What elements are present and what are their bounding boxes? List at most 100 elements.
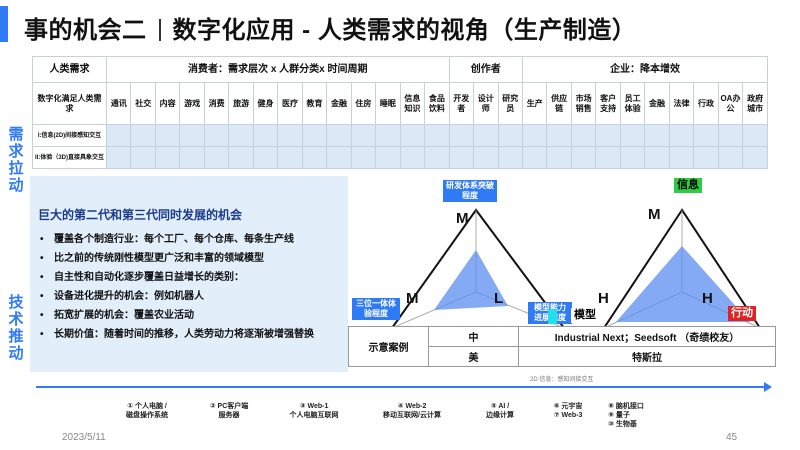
level-letter: M — [406, 290, 419, 307]
table-cell — [497, 146, 523, 169]
timeline-line: ⑤ AI / — [490, 403, 510, 410]
table-cell — [619, 124, 646, 147]
timeline-item: ② PC客户端服务器 — [194, 402, 264, 420]
table-cell — [375, 124, 401, 147]
row-label: II:体验（3D)直接具象交互 — [32, 146, 107, 169]
table-cell — [546, 146, 572, 169]
timeline-line: 移动互联网/云计算 — [383, 412, 441, 419]
tag-trinity-experience: 三位一体体验程度 — [352, 298, 400, 320]
bullet-list: 覆盖各个制造行业：每个工厂、每个仓库、每条生产线 比之前的传统刚性模型更广泛和丰… — [40, 230, 314, 344]
column-header: 住房 — [350, 82, 377, 125]
table-cell — [742, 124, 768, 147]
level-letter: H — [598, 290, 609, 307]
table-cell — [301, 124, 328, 147]
needs-matrix-table: 人类需求 消费者：需求层次 x 人群分类x 时间周期 创作者 企业：降本增效 数… — [32, 56, 769, 169]
column-header: OA办公 — [717, 82, 744, 125]
header-enterprise: 企业：降本增效 — [521, 56, 769, 83]
level-letter: H — [702, 290, 713, 307]
timeline-line: ⑧ 脑机接口 — [608, 403, 644, 410]
tag-rd-breakthrough: 研发体系突破程度 — [443, 180, 497, 202]
level-letter: L — [494, 290, 504, 307]
footer-date: 2023/5/11 — [62, 432, 106, 443]
table-cell — [473, 124, 499, 147]
table-row: 美 特斯拉 — [349, 346, 776, 367]
column-header: 通讯 — [105, 82, 132, 125]
bullet-item: 自主性和自动化逐步覆盖日益增长的类别： — [40, 268, 314, 287]
column-header: 社交 — [130, 82, 156, 125]
table-cell — [424, 124, 450, 147]
table-cell — [105, 146, 132, 169]
bullet-item: 比之前的传统刚性模型更广泛和丰富的领域模型 — [40, 249, 314, 268]
header-digital: 数字化满足人类需求 — [32, 82, 107, 125]
timeline-item: ⑤ AI / 边缘计算 — [472, 402, 528, 420]
table-cell — [301, 146, 328, 169]
table-row: I:信息(2D)间接感知交互 — [32, 124, 768, 147]
column-header: 行政 — [693, 82, 719, 125]
page-title: 事的机会二数字化应用 - 人类需求的视角（生产制造） — [24, 10, 636, 45]
timeline-line: ④ Web-2 — [397, 403, 427, 410]
table-cell — [154, 146, 181, 169]
timeline-line: 磁盘操作系统 — [126, 412, 168, 419]
table-cell — [424, 146, 450, 169]
table-cell — [203, 146, 230, 169]
table-cell — [154, 124, 181, 147]
table-cell — [130, 124, 156, 147]
column-header: 睡眠 — [375, 82, 401, 125]
table-row: II:体验（3D)直接具象交互 — [32, 146, 768, 169]
timeline-line: ⑥ 元宇宙 — [553, 403, 583, 410]
table-cell — [668, 124, 695, 147]
table-cell — [375, 146, 401, 169]
timeline-line: 边缘计算 — [486, 412, 514, 419]
table-cell — [497, 124, 523, 147]
table-cell — [473, 146, 499, 169]
column-header: 信息知识 — [399, 82, 426, 125]
table-cell — [399, 146, 426, 169]
case-region: 美 — [428, 346, 519, 367]
level-letter: M — [648, 206, 661, 223]
side-char: 需 — [8, 126, 24, 143]
table-cell — [717, 124, 744, 147]
table-cell — [546, 124, 572, 147]
case-value: Industrial Next；Seedsoft （奇绩校友） — [518, 326, 776, 347]
opportunity-card: 巨大的第二代和第三代同时发展的机会 覆盖各个制造行业：每个工厂、每个仓库、每条生… — [30, 176, 348, 372]
table-cell — [105, 124, 132, 147]
table-cell — [521, 146, 548, 169]
card-title: 巨大的第二代和第三代同时发展的机会 — [38, 208, 243, 222]
table-cell — [130, 146, 156, 169]
timeline-line: ① 个人电脑 / — [127, 403, 167, 410]
timeline-line: ⑨ 量子 — [608, 412, 630, 419]
timeline-arrow — [36, 382, 772, 392]
table-cell — [350, 124, 377, 147]
side-char: 术 — [8, 311, 24, 328]
title-part-b: 数字化应用 - 人类需求的视角（生产制造） — [172, 17, 637, 44]
table-cell — [277, 146, 303, 169]
timeline-line: ② PC客户端 — [209, 403, 249, 410]
bullet-item: 长期价值：随着时间的推移，人类劳动力将逐渐被增强替换 — [40, 325, 314, 344]
table-cell — [570, 146, 597, 169]
table-cell — [399, 124, 426, 147]
column-header: 内容 — [154, 82, 181, 125]
tag-information: 信息 — [674, 178, 702, 193]
bullet-item: 拓宽扩展的机会：覆盖农业活动 — [40, 306, 314, 325]
table-cell — [595, 124, 621, 147]
table-cell — [668, 146, 695, 169]
column-header: 金融 — [644, 82, 670, 125]
tag-action: 行动 — [728, 306, 756, 321]
case-value: 特斯拉 — [518, 346, 776, 367]
table-cell — [326, 146, 352, 169]
column-header: 设计师 — [473, 82, 499, 125]
table-column-row: 数字化满足人类需求 通讯社交内容游戏消费旅游健身医疗教育金融住房睡眠信息知识食品… — [32, 82, 768, 125]
table-cell — [179, 146, 205, 169]
timeline-line: ⑦ Web-3 — [553, 412, 583, 419]
tag-model-marker — [548, 309, 558, 324]
table-cell — [717, 146, 744, 169]
table-cell — [448, 124, 475, 147]
timeline-line: ③ Web-1 — [299, 403, 329, 410]
table-cell — [644, 124, 670, 147]
side-char: 动 — [8, 345, 24, 362]
timeline-item: ⑥ 元宇宙 ⑦ Web-3 — [540, 402, 596, 420]
column-header: 消费 — [203, 82, 230, 125]
header-consumer: 消费者：需求层次 x 人群分类x 时间周期 — [106, 56, 450, 83]
side-char: 拉 — [8, 160, 24, 177]
